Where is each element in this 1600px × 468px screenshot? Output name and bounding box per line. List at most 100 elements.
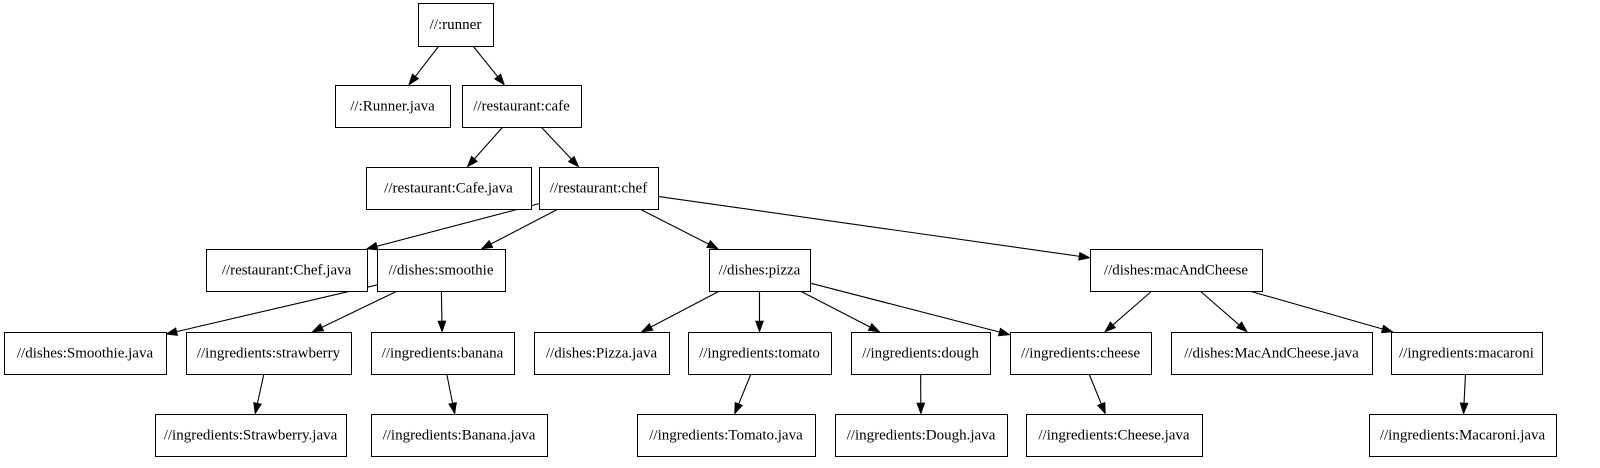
arrowhead-pizza-to-dough bbox=[867, 322, 881, 333]
node-dough[interactable]: //ingredients:dough bbox=[851, 332, 991, 375]
node-label-smoothie_java: //dishes:Smoothie.java bbox=[17, 345, 154, 361]
node-chef[interactable]: //restaurant:chef bbox=[539, 167, 659, 210]
node-box-macandcheese_java bbox=[1171, 332, 1373, 375]
edge-smoothie-to-smoothie_java bbox=[176, 284, 378, 333]
node-runner_java[interactable]: //:Runner.java bbox=[335, 85, 451, 128]
node-pizza[interactable]: //dishes:pizza bbox=[709, 249, 811, 292]
arrowhead-cheese-to-cheese_java bbox=[1097, 401, 1106, 415]
arrowhead-macaroni-to-macaroni_java bbox=[1459, 402, 1469, 415]
arrowhead-strawberry-to-strawberry_java bbox=[253, 402, 262, 415]
node-macandcheese_java[interactable]: //dishes:MacAndCheese.java bbox=[1171, 332, 1373, 375]
arrowhead-smoothie-to-strawberry bbox=[311, 323, 325, 333]
arrowhead-pizza-to-tomato bbox=[755, 320, 764, 333]
node-macaroni_java[interactable]: //ingredients:Macaroni.java bbox=[1369, 414, 1557, 457]
node-dough_java[interactable]: //ingredients:Dough.java bbox=[835, 414, 1008, 457]
node-box-banana_java bbox=[371, 414, 548, 457]
arrowhead-macandcheese-to-macandcheese_java bbox=[1235, 321, 1249, 333]
arrowhead-chef-to-macandcheese bbox=[1078, 251, 1091, 261]
edge-macandcheese-to-macaroni bbox=[1249, 290, 1383, 330]
node-box-dough_java bbox=[835, 414, 1008, 457]
node-box-pizza bbox=[709, 249, 811, 292]
arrowhead-tomato-to-tomato_java bbox=[734, 401, 743, 415]
node-box-strawberry bbox=[186, 332, 352, 375]
node-label-runner_java: //:Runner.java bbox=[350, 98, 435, 114]
node-banana_java[interactable]: //ingredients:Banana.java bbox=[371, 414, 548, 457]
edge-chef-to-chef_java bbox=[376, 203, 540, 247]
node-box-macandcheese bbox=[1090, 249, 1263, 292]
node-box-banana bbox=[371, 332, 515, 375]
edge-pizza-to-dough bbox=[799, 290, 871, 328]
node-label-macandcheese_java: //dishes:MacAndCheese.java bbox=[1184, 345, 1359, 361]
node-strawberry[interactable]: //ingredients:strawberry bbox=[186, 332, 352, 375]
node-cheese_java[interactable]: //ingredients:Cheese.java bbox=[1026, 414, 1203, 457]
arrowhead-chef-to-smoothie bbox=[480, 239, 494, 250]
node-label-pizza: //dishes:pizza bbox=[719, 262, 801, 278]
node-macandcheese[interactable]: //dishes:macAndCheese bbox=[1090, 249, 1263, 292]
node-label-cafe_java: //restaurant:Cafe.java bbox=[384, 180, 513, 196]
node-label-chef: //restaurant:chef bbox=[550, 180, 647, 196]
node-cheese[interactable]: //ingredients:cheese bbox=[1010, 332, 1152, 375]
node-box-macaroni_java bbox=[1369, 414, 1557, 457]
node-cafe_java[interactable]: //restaurant:Cafe.java bbox=[366, 167, 532, 210]
node-tomato_java[interactable]: //ingredients:Tomato.java bbox=[637, 414, 816, 457]
arrowhead-macandcheese-to-cheese bbox=[1103, 321, 1117, 333]
edge-cafe-to-chef bbox=[540, 126, 572, 160]
edge-macaroni-to-macaroni_java bbox=[1463, 373, 1467, 404]
arrowhead-macandcheese-to-macaroni bbox=[1380, 324, 1394, 334]
edge-macandcheese-to-macandcheese_java bbox=[1199, 290, 1240, 326]
node-box-tomato_java bbox=[637, 414, 816, 457]
node-box-pizza_java bbox=[534, 332, 670, 375]
node-label-tomato: //ingredients:tomato bbox=[699, 345, 820, 361]
node-tomato[interactable]: //ingredients:tomato bbox=[688, 332, 832, 375]
node-banana[interactable]: //ingredients:banana bbox=[371, 332, 515, 375]
node-label-smoothie: //dishes:smoothie bbox=[389, 262, 494, 278]
edge-macandcheese-to-cheese bbox=[1112, 290, 1153, 326]
node-box-chef_java bbox=[206, 249, 368, 292]
node-box-cafe_java bbox=[366, 167, 532, 210]
edge-smoothie-to-banana bbox=[440, 290, 443, 322]
node-box-cheese_java bbox=[1026, 414, 1203, 457]
node-smoothie[interactable]: //dishes:smoothie bbox=[377, 249, 506, 292]
arrowhead-smoothie-to-smoothie_java bbox=[165, 327, 179, 336]
node-box-smoothie_java bbox=[4, 332, 167, 375]
arrowhead-pizza-to-pizza_java bbox=[640, 322, 654, 333]
node-box-strawberry_java bbox=[155, 414, 347, 457]
edge-banana-to-banana_java bbox=[446, 373, 454, 404]
node-strawberry_java[interactable]: //ingredients:Strawberry.java bbox=[155, 414, 347, 457]
node-box-cafe bbox=[462, 85, 582, 128]
edge-cafe-to-cafe_java bbox=[474, 126, 504, 160]
node-box-tomato bbox=[688, 332, 832, 375]
edge-strawberry-to-strawberry_java bbox=[256, 373, 265, 404]
arrowhead-chef-to-chef_java bbox=[365, 241, 379, 251]
node-runner[interactable]: //:runner bbox=[418, 3, 494, 47]
node-box-macaroni bbox=[1391, 332, 1543, 375]
edge-cheese-to-cheese_java bbox=[1088, 373, 1102, 405]
node-label-dough: //ingredients:dough bbox=[862, 345, 979, 361]
arrowhead-cafe-to-chef bbox=[567, 155, 580, 168]
node-box-dough bbox=[851, 332, 991, 375]
node-label-macaroni_java: //ingredients:Macaroni.java bbox=[1380, 427, 1546, 443]
node-label-pizza_java: //dishes:Pizza.java bbox=[546, 345, 658, 361]
node-label-cheese: //ingredients:cheese bbox=[1021, 345, 1140, 361]
node-pizza_java[interactable]: //dishes:Pizza.java bbox=[534, 332, 670, 375]
edge-layer bbox=[165, 45, 1469, 415]
edge-pizza-to-cheese bbox=[809, 282, 1000, 333]
node-box-runner bbox=[418, 3, 494, 47]
arrowhead-runner-to-runner_java bbox=[408, 73, 420, 86]
node-box-cheese bbox=[1010, 332, 1152, 375]
node-label-strawberry_java: //ingredients:Strawberry.java bbox=[164, 427, 338, 443]
edge-chef-to-pizza bbox=[639, 208, 709, 245]
edge-runner-to-runner_java bbox=[415, 45, 440, 77]
node-label-chef_java: //restaurant:Chef.java bbox=[222, 262, 352, 278]
node-macaroni[interactable]: //ingredients:macaroni bbox=[1391, 332, 1543, 375]
node-box-runner_java bbox=[335, 85, 451, 128]
node-chef_java[interactable]: //restaurant:Chef.java bbox=[206, 249, 368, 292]
node-smoothie_java[interactable]: //dishes:Smoothie.java bbox=[4, 332, 167, 375]
node-layer: //:runner //:Runner.java //restaurant:cafe… bbox=[4, 3, 1557, 457]
node-label-dough_java: //ingredients:Dough.java bbox=[847, 427, 996, 443]
node-cafe[interactable]: //restaurant:cafe bbox=[462, 85, 582, 128]
arrowhead-pizza-to-cheese bbox=[997, 327, 1011, 337]
node-label-runner: //:runner bbox=[430, 17, 482, 33]
